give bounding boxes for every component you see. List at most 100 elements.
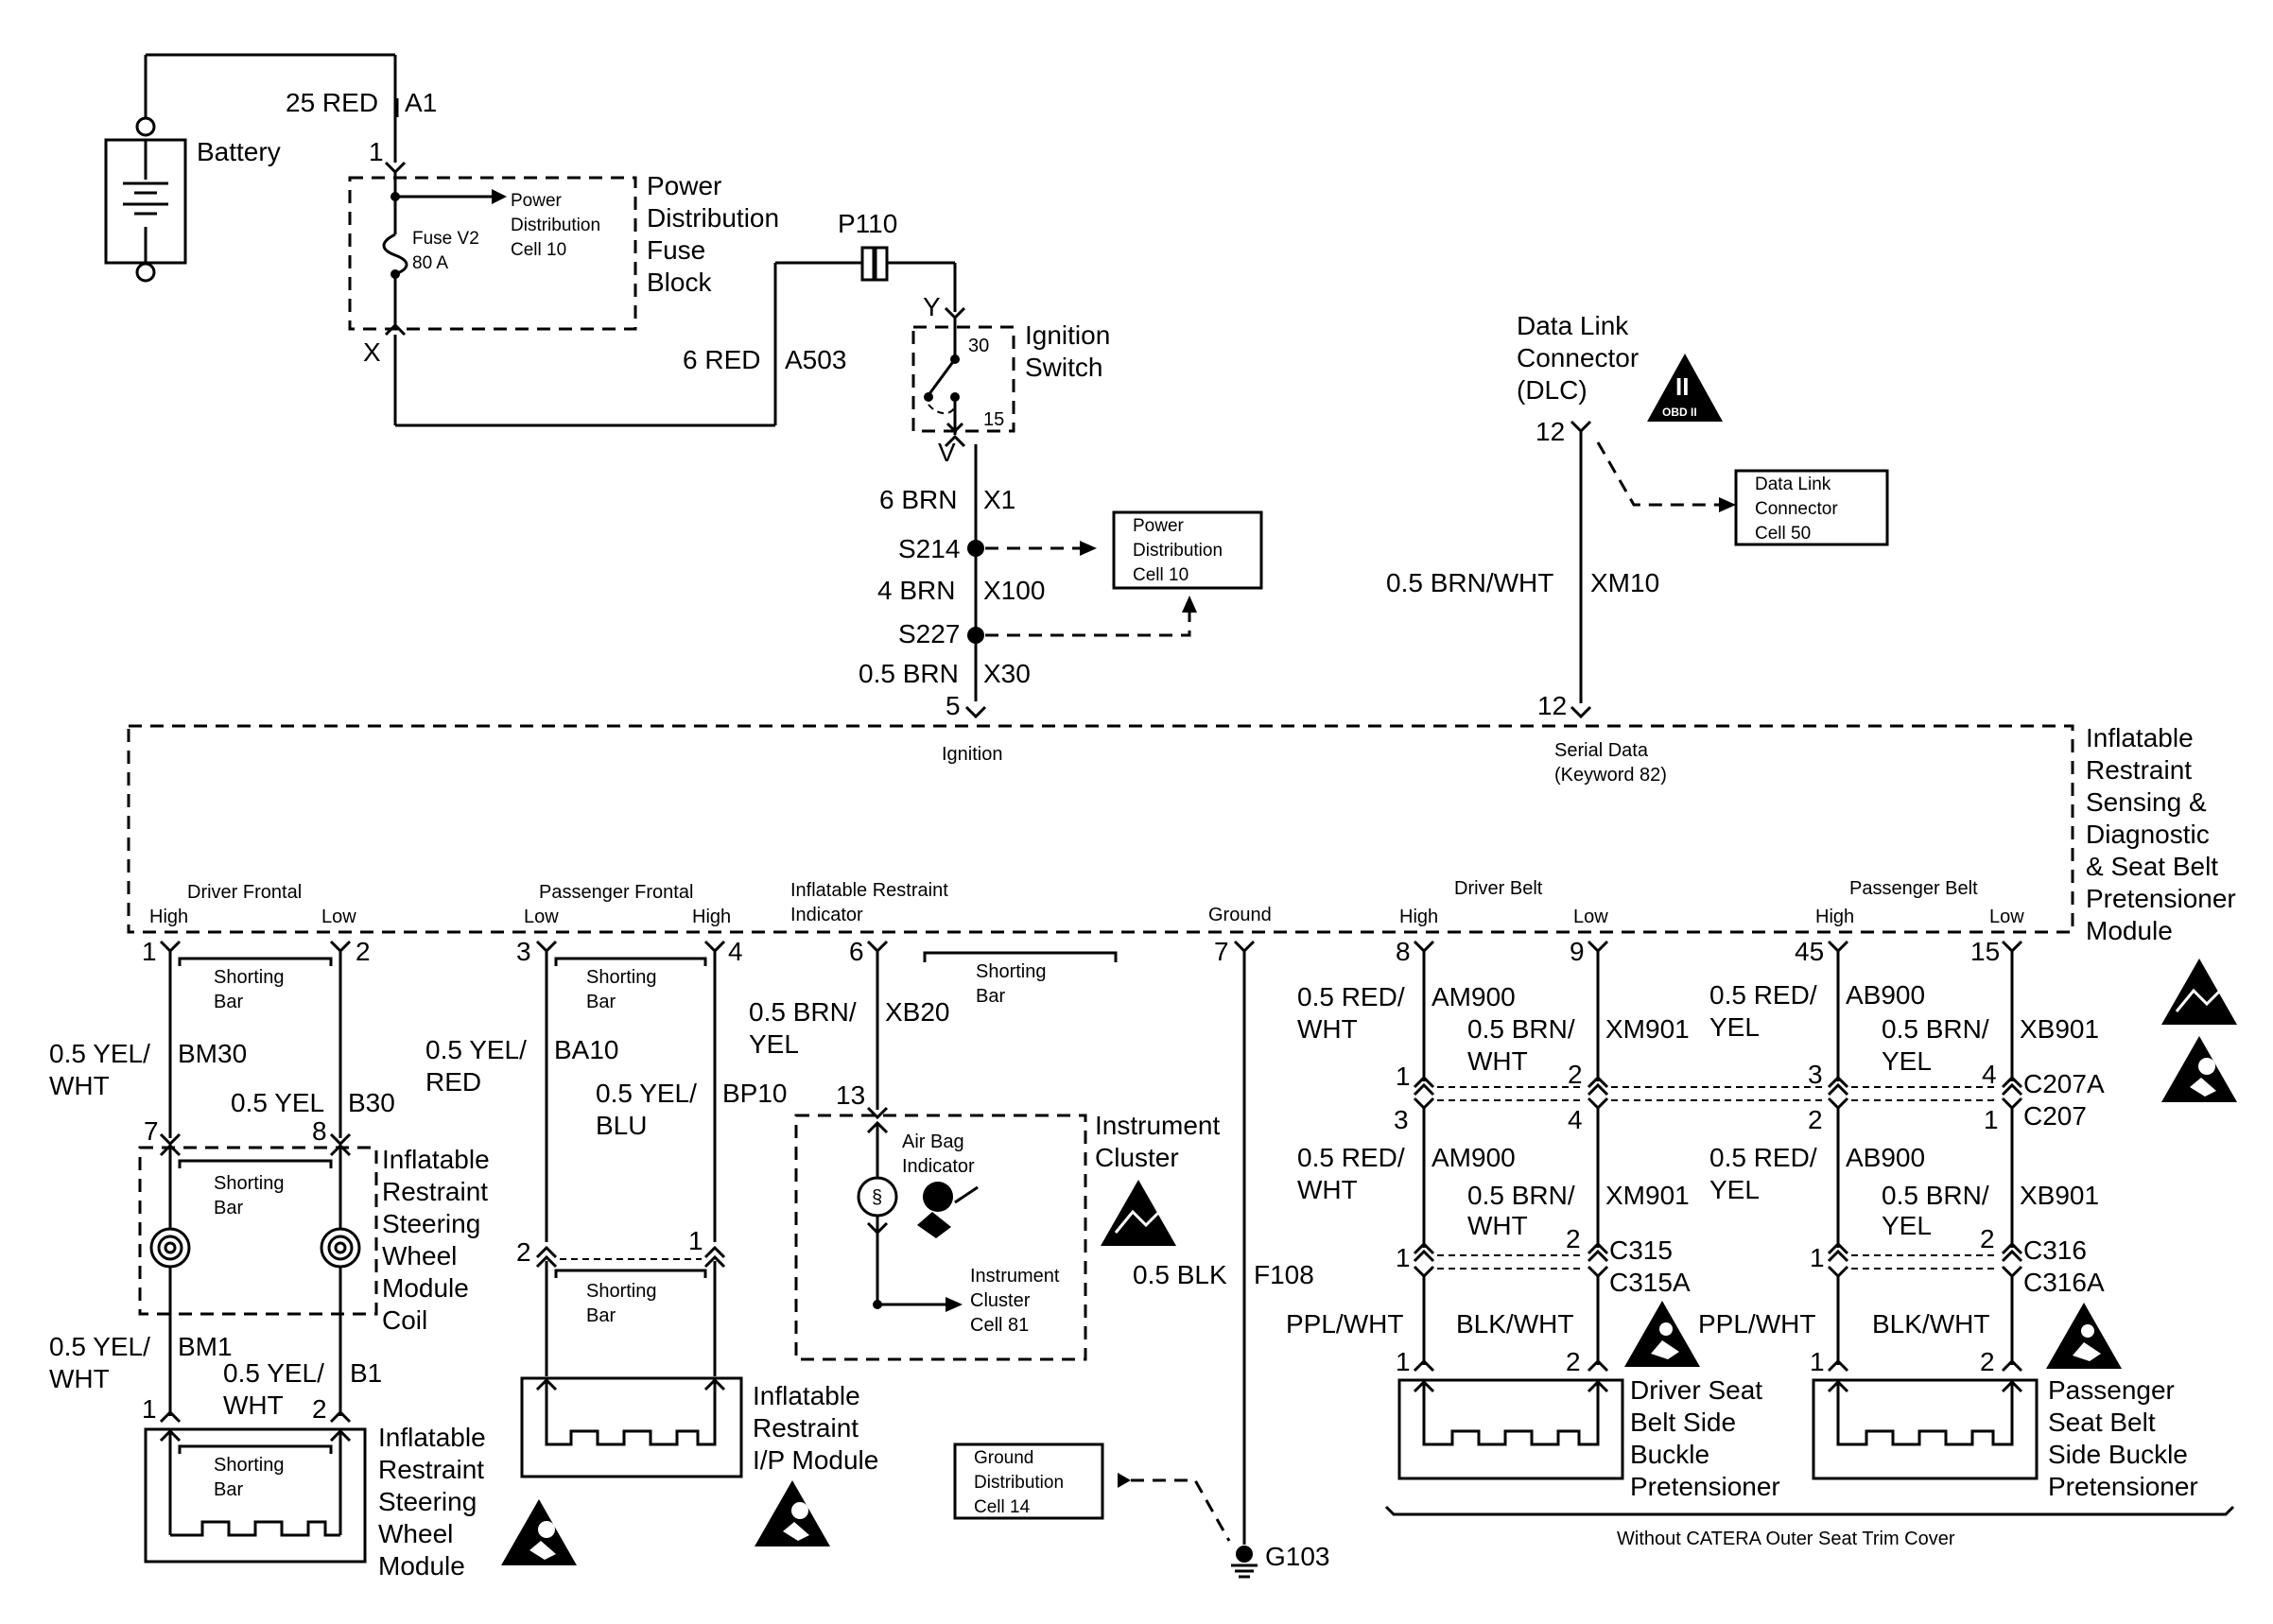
module-title-7: Module	[2086, 916, 2173, 945]
db-c207-pin-hi: 3	[1394, 1105, 1409, 1134]
db-title-4: Pretensioner	[1630, 1472, 1780, 1501]
coil-title-3: Steering	[382, 1209, 480, 1238]
driver-frontal-circuit: Shorting Bar 0.5 YEL/ WHT BM30 0.5 YEL B…	[49, 951, 490, 1581]
obd-badge-bottom: OBD II	[1662, 406, 1697, 419]
ign-wire2-circuit: X100	[983, 576, 1045, 605]
db-wire-lo-1: 0.5 BRN/	[1467, 1014, 1575, 1044]
pb-circuit-hi: AB900	[1846, 980, 1925, 1010]
splice-s214: S214	[898, 534, 960, 563]
dlc-wire-circuit: XM10	[1590, 568, 1659, 597]
df-wire-hi-2: WHT	[49, 1071, 110, 1100]
module-db-high: High	[1399, 907, 1438, 927]
fuse-block-title-4: Block	[647, 268, 712, 297]
pb-c207-pin-lo: 1	[1984, 1105, 1999, 1134]
cluster-title-1: Instrument	[1095, 1111, 1220, 1140]
module-driver-belt: Driver Belt	[1454, 878, 1543, 899]
coil-title-6: Coil	[382, 1305, 427, 1335]
module-pf-high: High	[692, 907, 731, 927]
power-dist-ref-line2: Distribution	[1133, 541, 1223, 561]
db-c207a-pin-hi: 1	[1396, 1062, 1411, 1091]
pb-wire-blk: BLK/WHT	[1872, 1309, 1989, 1339]
power-dist-ref-line3: Cell 10	[1133, 565, 1189, 585]
pb-circuit2-hi: AB900	[1846, 1143, 1925, 1172]
lamp-symbol: §	[872, 1187, 882, 1208]
module-pb-high: High	[1815, 907, 1854, 927]
pb-wire2-lo-2: YEL	[1882, 1211, 1932, 1240]
db-wire-ppl: PPL/WHT	[1286, 1309, 1403, 1339]
fuse-ref-line1: Power	[511, 191, 563, 211]
df-wire2-hi-2: WHT	[49, 1364, 110, 1393]
pb-title-1: Passenger	[2048, 1375, 2175, 1405]
seatbelt-warning-icon-pb	[2046, 1303, 2122, 1369]
pb-title-4: Pretensioner	[2048, 1472, 2198, 1501]
module-pin-1: 1	[142, 937, 157, 966]
df-circuit2-lo: B1	[350, 1358, 382, 1388]
df-wire2-lo-1: 0.5 YEL/	[223, 1358, 324, 1388]
cluster-title-2: Cluster	[1095, 1143, 1179, 1172]
ground-wire-color: 0.5 BLK	[1133, 1260, 1227, 1289]
db-dev-pin-2: 2	[1566, 1347, 1581, 1376]
module-pin-2: 2	[356, 937, 371, 966]
battery-circuit: A1	[405, 88, 437, 117]
fuse-ref-line3: Cell 10	[511, 240, 566, 260]
pf-bar1-line2: Bar	[586, 992, 616, 1012]
pb-title-3: Side Buckle	[2048, 1440, 2188, 1469]
battery-label: Battery	[197, 137, 281, 166]
pb-c207a-pin-lo: 4	[1982, 1060, 1997, 1089]
fuse-block-pin-1: 1	[369, 137, 384, 166]
fuse-block-title-1: Power	[647, 171, 721, 200]
pf-wire-lo-2: RED	[425, 1067, 481, 1097]
pb-wire2-hi-1: 0.5 RED/	[1709, 1143, 1817, 1172]
coil-title-4: Wheel	[382, 1241, 457, 1270]
df-bar2-line1: Shorting	[214, 1173, 285, 1194]
df-bar2-line2: Bar	[214, 1198, 243, 1218]
pf-wire-hi-2: BLU	[596, 1111, 647, 1140]
db-wire-hi-1: 0.5 RED/	[1297, 982, 1405, 1011]
splice-s227: S227	[898, 619, 960, 648]
pb-circuit2-lo: XB901	[2020, 1181, 2099, 1210]
dlc-title-3: (DLC)	[1517, 375, 1588, 405]
db-c315-pin-hi: 1	[1396, 1243, 1411, 1272]
pb-wire-lo-1: 0.5 BRN/	[1882, 1014, 1989, 1044]
module-pf-low: Low	[524, 907, 559, 927]
ign-wire2-color: 4 BRN	[877, 576, 955, 605]
pf-pin-2: 2	[516, 1237, 531, 1267]
pb-circuit-lo: XB901	[2020, 1014, 2099, 1044]
ignition-switch: 30 15 Ignition Switch	[911, 318, 1110, 435]
coil-pin-7: 7	[144, 1116, 159, 1146]
ground-point: G103	[1265, 1542, 1330, 1571]
dlc-ref-line1: Data Link	[1755, 475, 1831, 494]
sdm-module: 5 12 Ignition Serial Data (Keyword 82) I…	[127, 691, 2236, 945]
db-title-3: Buckle	[1630, 1440, 1709, 1469]
module-pb-low: Low	[1989, 907, 2024, 927]
c207-connector-lines	[1437, 1086, 1999, 1101]
module-passenger-belt: Passenger Belt	[1849, 878, 1978, 899]
fuse-name: Fuse V2	[412, 229, 479, 249]
connector-c315: C315	[1609, 1235, 1673, 1265]
module-title-4: Diagnostic	[2086, 820, 2210, 849]
ign-wire3-circuit: X30	[983, 659, 1031, 688]
df-wire2-hi-1: 0.5 YEL/	[49, 1332, 150, 1361]
module-title-3: Sensing &	[2086, 787, 2207, 817]
df-mod-pin-1: 1	[142, 1394, 157, 1424]
module-serial-label-2: (Keyword 82)	[1554, 765, 1667, 786]
fuse-ref-line2: Distribution	[511, 216, 600, 235]
pb-wire-hi-1: 0.5 RED/	[1709, 980, 1817, 1010]
coil-title-2: Restraint	[382, 1177, 488, 1206]
airbag-warning-icon-module	[2161, 1036, 2237, 1102]
module-ignition-label: Ignition	[942, 744, 1003, 765]
ignition-pin-y: Y	[923, 292, 941, 321]
footer-note: Without CATERA Outer Seat Trim Cover	[1617, 1529, 1955, 1549]
pf-circuit-hi: BP10	[722, 1079, 788, 1108]
cluster-ref-2: Cluster	[970, 1290, 1031, 1311]
connector-p110: P110	[838, 209, 897, 282]
pb-c207-pin-hi: 2	[1808, 1105, 1823, 1134]
ign-wire1-circuit: X1	[983, 485, 1015, 514]
pb-c207a-pin-hi: 3	[1808, 1060, 1823, 1089]
coil-title-1: Inflatable	[382, 1145, 490, 1174]
cluster-ref-3: Cell 81	[970, 1315, 1029, 1336]
indicator-circuit: Shorting Bar 0.5 BRN/ YEL XB20 13 § Air …	[749, 951, 1220, 1361]
ind-bar-line2: Bar	[976, 986, 1005, 1007]
pf-module-title-2: Restraint	[753, 1413, 859, 1443]
